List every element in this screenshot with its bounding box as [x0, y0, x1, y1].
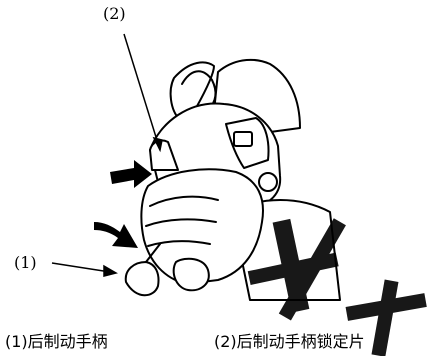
- finger-3: [147, 240, 211, 247]
- callout-1-label: (1): [14, 253, 37, 272]
- switch-knob: [258, 172, 278, 192]
- arrow-icon: [110, 160, 152, 188]
- lever: [124, 261, 160, 297]
- upper-hand: [169, 61, 215, 121]
- switch-button: [233, 131, 253, 147]
- callout-1-leader: [51, 262, 111, 273]
- handlebar-end: [172, 257, 210, 292]
- caption-rear-brake-lever: (1)后制动手柄: [5, 332, 108, 351]
- finger-2: [145, 218, 217, 227]
- pointer-icon: [103, 264, 118, 277]
- callout-2-leader: [123, 33, 161, 151]
- finger-1: [149, 195, 219, 207]
- pointer-icon: [152, 136, 163, 153]
- arrow-icon: [94, 222, 138, 248]
- caption-rear-brake-lever-lock: (2)后制动手柄锁定片: [214, 332, 365, 351]
- callout-2-label: (2): [103, 4, 126, 23]
- brake-cable: [181, 70, 217, 111]
